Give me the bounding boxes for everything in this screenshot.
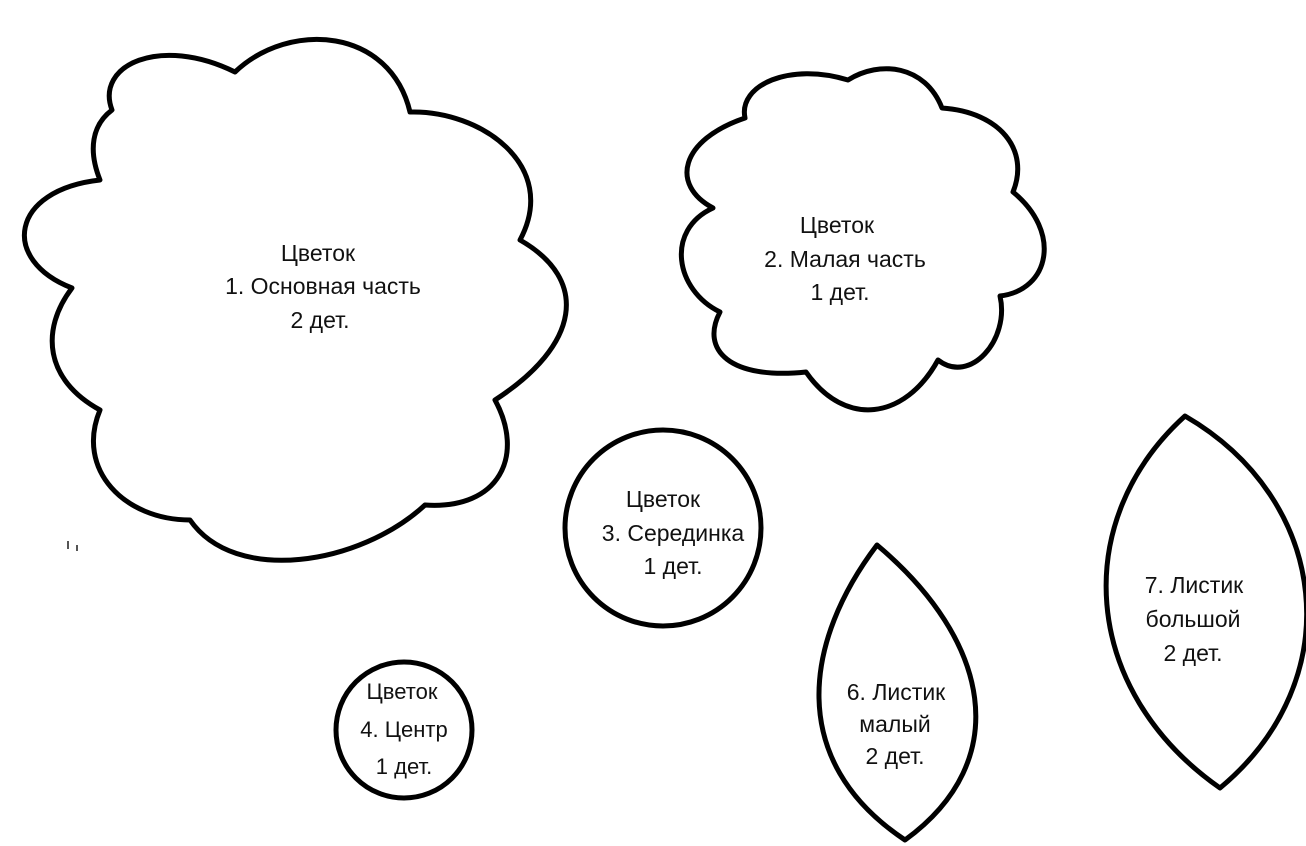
circle-small-outline — [333, 659, 475, 801]
flower-small-label-line-2: 2. Малая часть — [764, 246, 926, 272]
piece-leaf-large[interactable]: 7. Листик большой 2 дет. — [1103, 413, 1306, 791]
piece-circle-center[interactable]: Цветок 4. Центр 1 дет. — [333, 659, 475, 801]
speck-2 — [76, 545, 78, 551]
circle-center-label-line-2: 4. Центр — [360, 717, 447, 742]
circle-middle-label-line-1: Цветок — [626, 486, 701, 512]
speck-1 — [67, 541, 69, 549]
scan-specks — [67, 541, 78, 551]
flower-small-label-line-1: Цветок — [800, 212, 875, 238]
flower-main-label-line-2: 1. Основная часть — [225, 273, 421, 299]
piece-circle-middle[interactable]: Цветок 3. Серединка 1 дет. — [562, 427, 764, 629]
circle-medium-outline — [562, 427, 764, 629]
leaf-large-label-line-1: 7. Листик — [1145, 572, 1244, 598]
flower-small-outline — [678, 66, 1047, 413]
circle-middle-label-line-3: 1 дет. — [643, 553, 702, 579]
flower-small-label-line-3: 1 дет. — [810, 279, 869, 305]
leaf-small-label-line-1: 6. Листик — [847, 679, 946, 705]
circle-center-label-line-3: 1 дет. — [376, 754, 432, 779]
leaf-large-outline — [1103, 413, 1306, 791]
leaf-small-label-line-2: малый — [859, 711, 930, 737]
piece-flower-main-part[interactable]: Цветок 1. Основная часть 2 дет. — [21, 36, 569, 563]
piece-leaf-small[interactable]: 6. Листик малый 2 дет. — [816, 542, 979, 843]
flower-main-label-line-3: 2 дет. — [290, 307, 349, 333]
circle-middle-label-line-2: 3. Серединка — [602, 520, 745, 546]
flower-large-outline — [21, 36, 569, 563]
leaf-small-label-line-3: 2 дет. — [865, 743, 924, 769]
leaf-large-label-line-3: 2 дет. — [1163, 640, 1222, 666]
piece-flower-small-part[interactable]: Цветок 2. Малая часть 1 дет. — [678, 66, 1047, 413]
leaf-large-label-line-2: большой — [1146, 606, 1241, 632]
circle-center-label-line-1: Цветок — [367, 679, 438, 704]
flower-main-label-line-1: Цветок — [281, 240, 356, 266]
leaf-small-outline — [816, 542, 979, 843]
